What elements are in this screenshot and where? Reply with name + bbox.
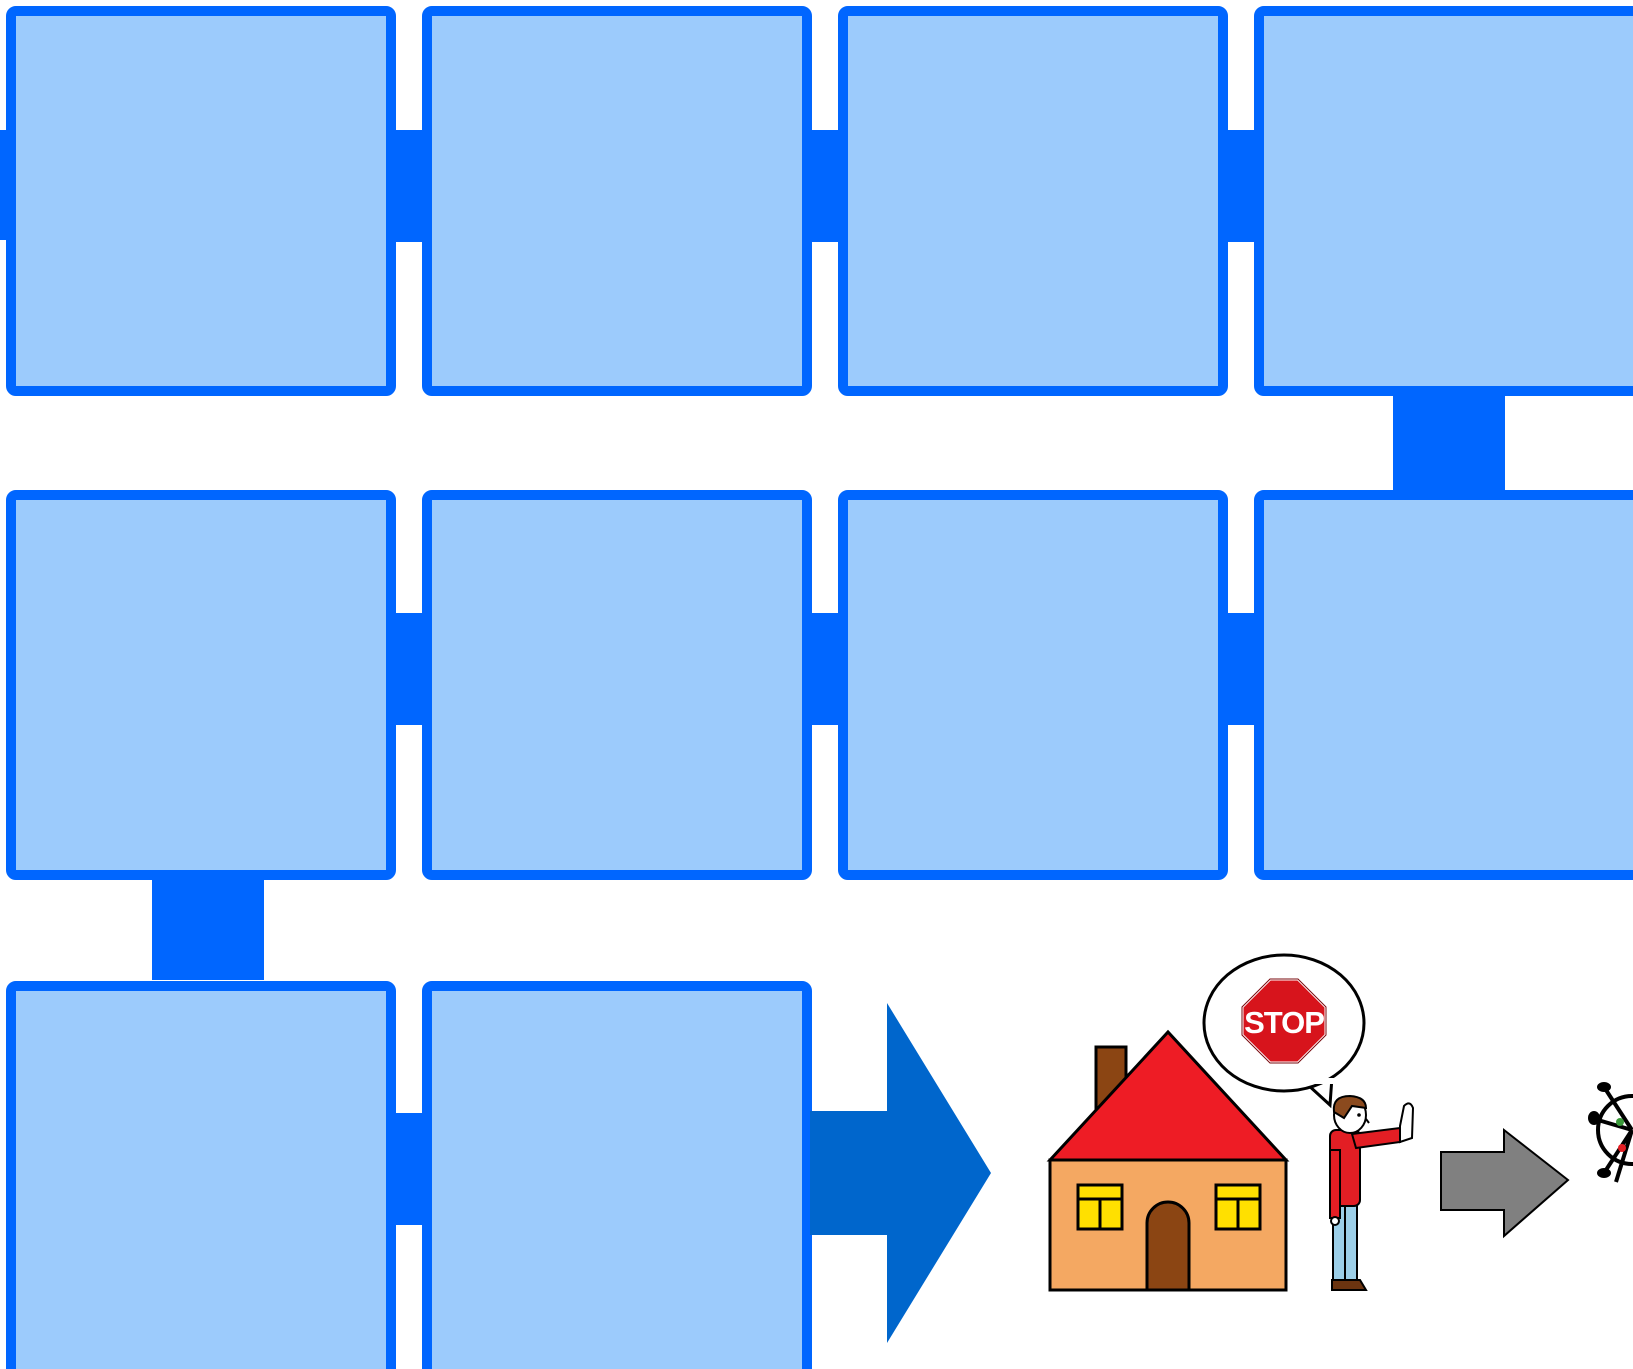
house-icon xyxy=(1046,1029,1290,1292)
big-arrow-right-icon xyxy=(810,1003,991,1343)
cell-r1-c2[interactable] xyxy=(422,6,812,396)
stop-sign-text: STOP xyxy=(1244,1005,1324,1040)
connector-r1-r2-right xyxy=(1393,385,1505,495)
cell-r3-c2[interactable] xyxy=(422,981,812,1369)
virus-icon xyxy=(1588,1082,1633,1183)
cell-r2-c2[interactable] xyxy=(422,490,812,880)
cell-r2-c4[interactable] xyxy=(1254,490,1633,880)
stop-sign-icon: STOP xyxy=(1240,977,1328,1065)
cells xyxy=(6,6,1633,1369)
cell-r2-c1[interactable] xyxy=(6,490,396,880)
cell-r1-c3[interactable] xyxy=(838,6,1228,396)
connector-r2-r3-left xyxy=(152,870,264,980)
cell-r2-c3[interactable] xyxy=(838,490,1228,880)
cell-r1-c1[interactable] xyxy=(6,6,396,396)
person-stop-gesture-icon xyxy=(1329,1094,1415,1291)
gray-arrow-right-icon xyxy=(1440,1127,1570,1239)
cell-r3-c1[interactable] xyxy=(6,981,396,1369)
cell-r1-c4[interactable] xyxy=(1254,6,1633,396)
